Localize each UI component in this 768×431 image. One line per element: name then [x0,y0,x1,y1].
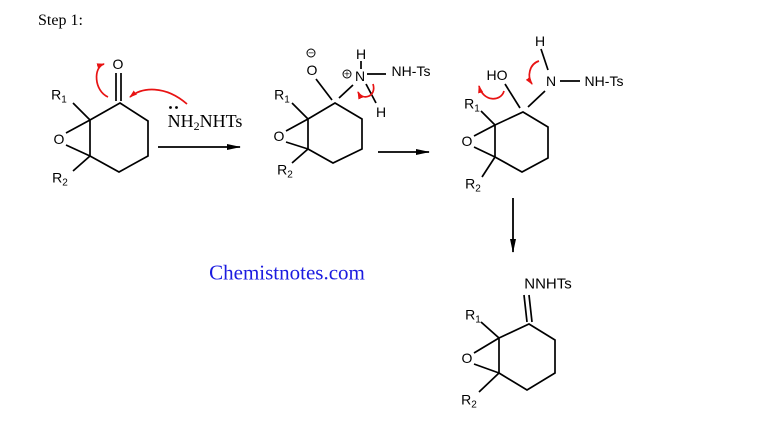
curved-arrow-amine-to-carbonyl [129,88,188,105]
s3-epoxide-bonds [473,124,496,158]
mechanism-arrows [95,60,540,105]
s3-h-top-label: H [534,33,546,49]
minus-charge-icon: − [306,48,316,58]
s1-carbonyl-double-bond [115,73,122,101]
s4-r1-sub: 1 [475,314,481,326]
plus-charge-icon: + [342,69,352,79]
lone-pair-icon [169,106,178,109]
s4-r2-bond [478,372,500,393]
s1-r1-bond [72,102,91,121]
curved-arrow-carbonyl-to-oxygen [95,63,109,98]
s4-nnhts-label: NNHTs [524,275,572,293]
s2-c-n-bond [338,84,354,99]
s1-carbonyl-oxygen-label: O [112,56,124,72]
s1-epoxide-bonds [65,119,91,157]
s1-r2-base: R [52,169,63,186]
reagent-post: NHTs [199,111,243,131]
s1-r1-sub: 1 [61,94,67,106]
curved-arrow-nh-deprotonation [357,83,375,100]
s3-r1-base: R [464,95,475,112]
s2-h-top-label: H [355,46,367,62]
s3-h-n-bond [540,48,549,71]
s1-r1-base: R [51,86,62,103]
s2-n-h-bottom-bond [365,83,377,104]
s3-epoxide-oxygen-label: O [461,133,473,149]
s4-c-n-double-bond [523,294,533,323]
s3-ho-bond [504,83,521,109]
s3-r1-sub: 1 [474,103,480,115]
s3-c-n-bond [527,90,546,108]
reaction-arrows [158,144,516,253]
s3-nitrogen-label: N [545,73,557,89]
s4-epoxide-bonds [473,337,500,374]
s3-r1-bond [480,110,496,126]
reagent-subscript: 2 [193,119,200,133]
reagent-pre: NH [167,111,194,131]
structure-4-hydrazone [473,294,556,393]
s2-h-bottom-label: H [375,104,387,120]
structure-2-tetrahedral-intermediate [285,61,386,164]
s3-r2-base: R [465,175,476,192]
s2-r2-bond [291,148,309,164]
s2-epoxide-oxygen-label: O [273,128,285,144]
s2-r1-bond [291,102,309,120]
s2-r2-base: R [277,161,288,178]
s2-epoxide-bonds [285,118,309,150]
s4-epoxide-oxygen-label: O [461,350,473,366]
s1-ring [89,102,149,173]
curved-arrow-hydroxyl [478,85,505,100]
s3-nhts-label: NH-Ts [584,73,624,89]
s2-nitrogen-label: N [354,68,366,84]
watermark-text: Chemistnotes.com [209,260,365,285]
s1-r2-sub: 2 [62,177,68,189]
s4-r1-base: R [465,306,476,323]
s3-hydroxyl-label: HO [486,67,508,83]
s4-ring [498,323,556,391]
step-title: Step 1: [38,12,83,29]
s2-r1-base: R [274,86,285,103]
s4-r2-base: R [461,391,472,408]
s3-r2-bond [481,156,496,178]
s4-r1-bond [480,321,500,339]
s2-r1-sub: 1 [284,94,290,106]
s1-r2-bond [72,155,91,172]
s3-ring [494,111,549,173]
curved-arrow-n-h [525,60,540,85]
s3-r2-sub: 2 [475,183,481,195]
structure-3-carbinolamine [473,48,580,178]
s2-r2-sub: 2 [287,169,293,181]
s2-alkoxide-bond [315,78,333,101]
s1-epoxide-oxygen-label: O [53,131,65,147]
s2-ring [307,102,363,164]
s4-r2-sub: 2 [471,399,477,411]
s2-alkoxide-oxygen-label: O [306,62,318,78]
s2-nhts-label: NH-Ts [391,63,431,79]
structure-1-epoxy-ketone [65,73,149,173]
